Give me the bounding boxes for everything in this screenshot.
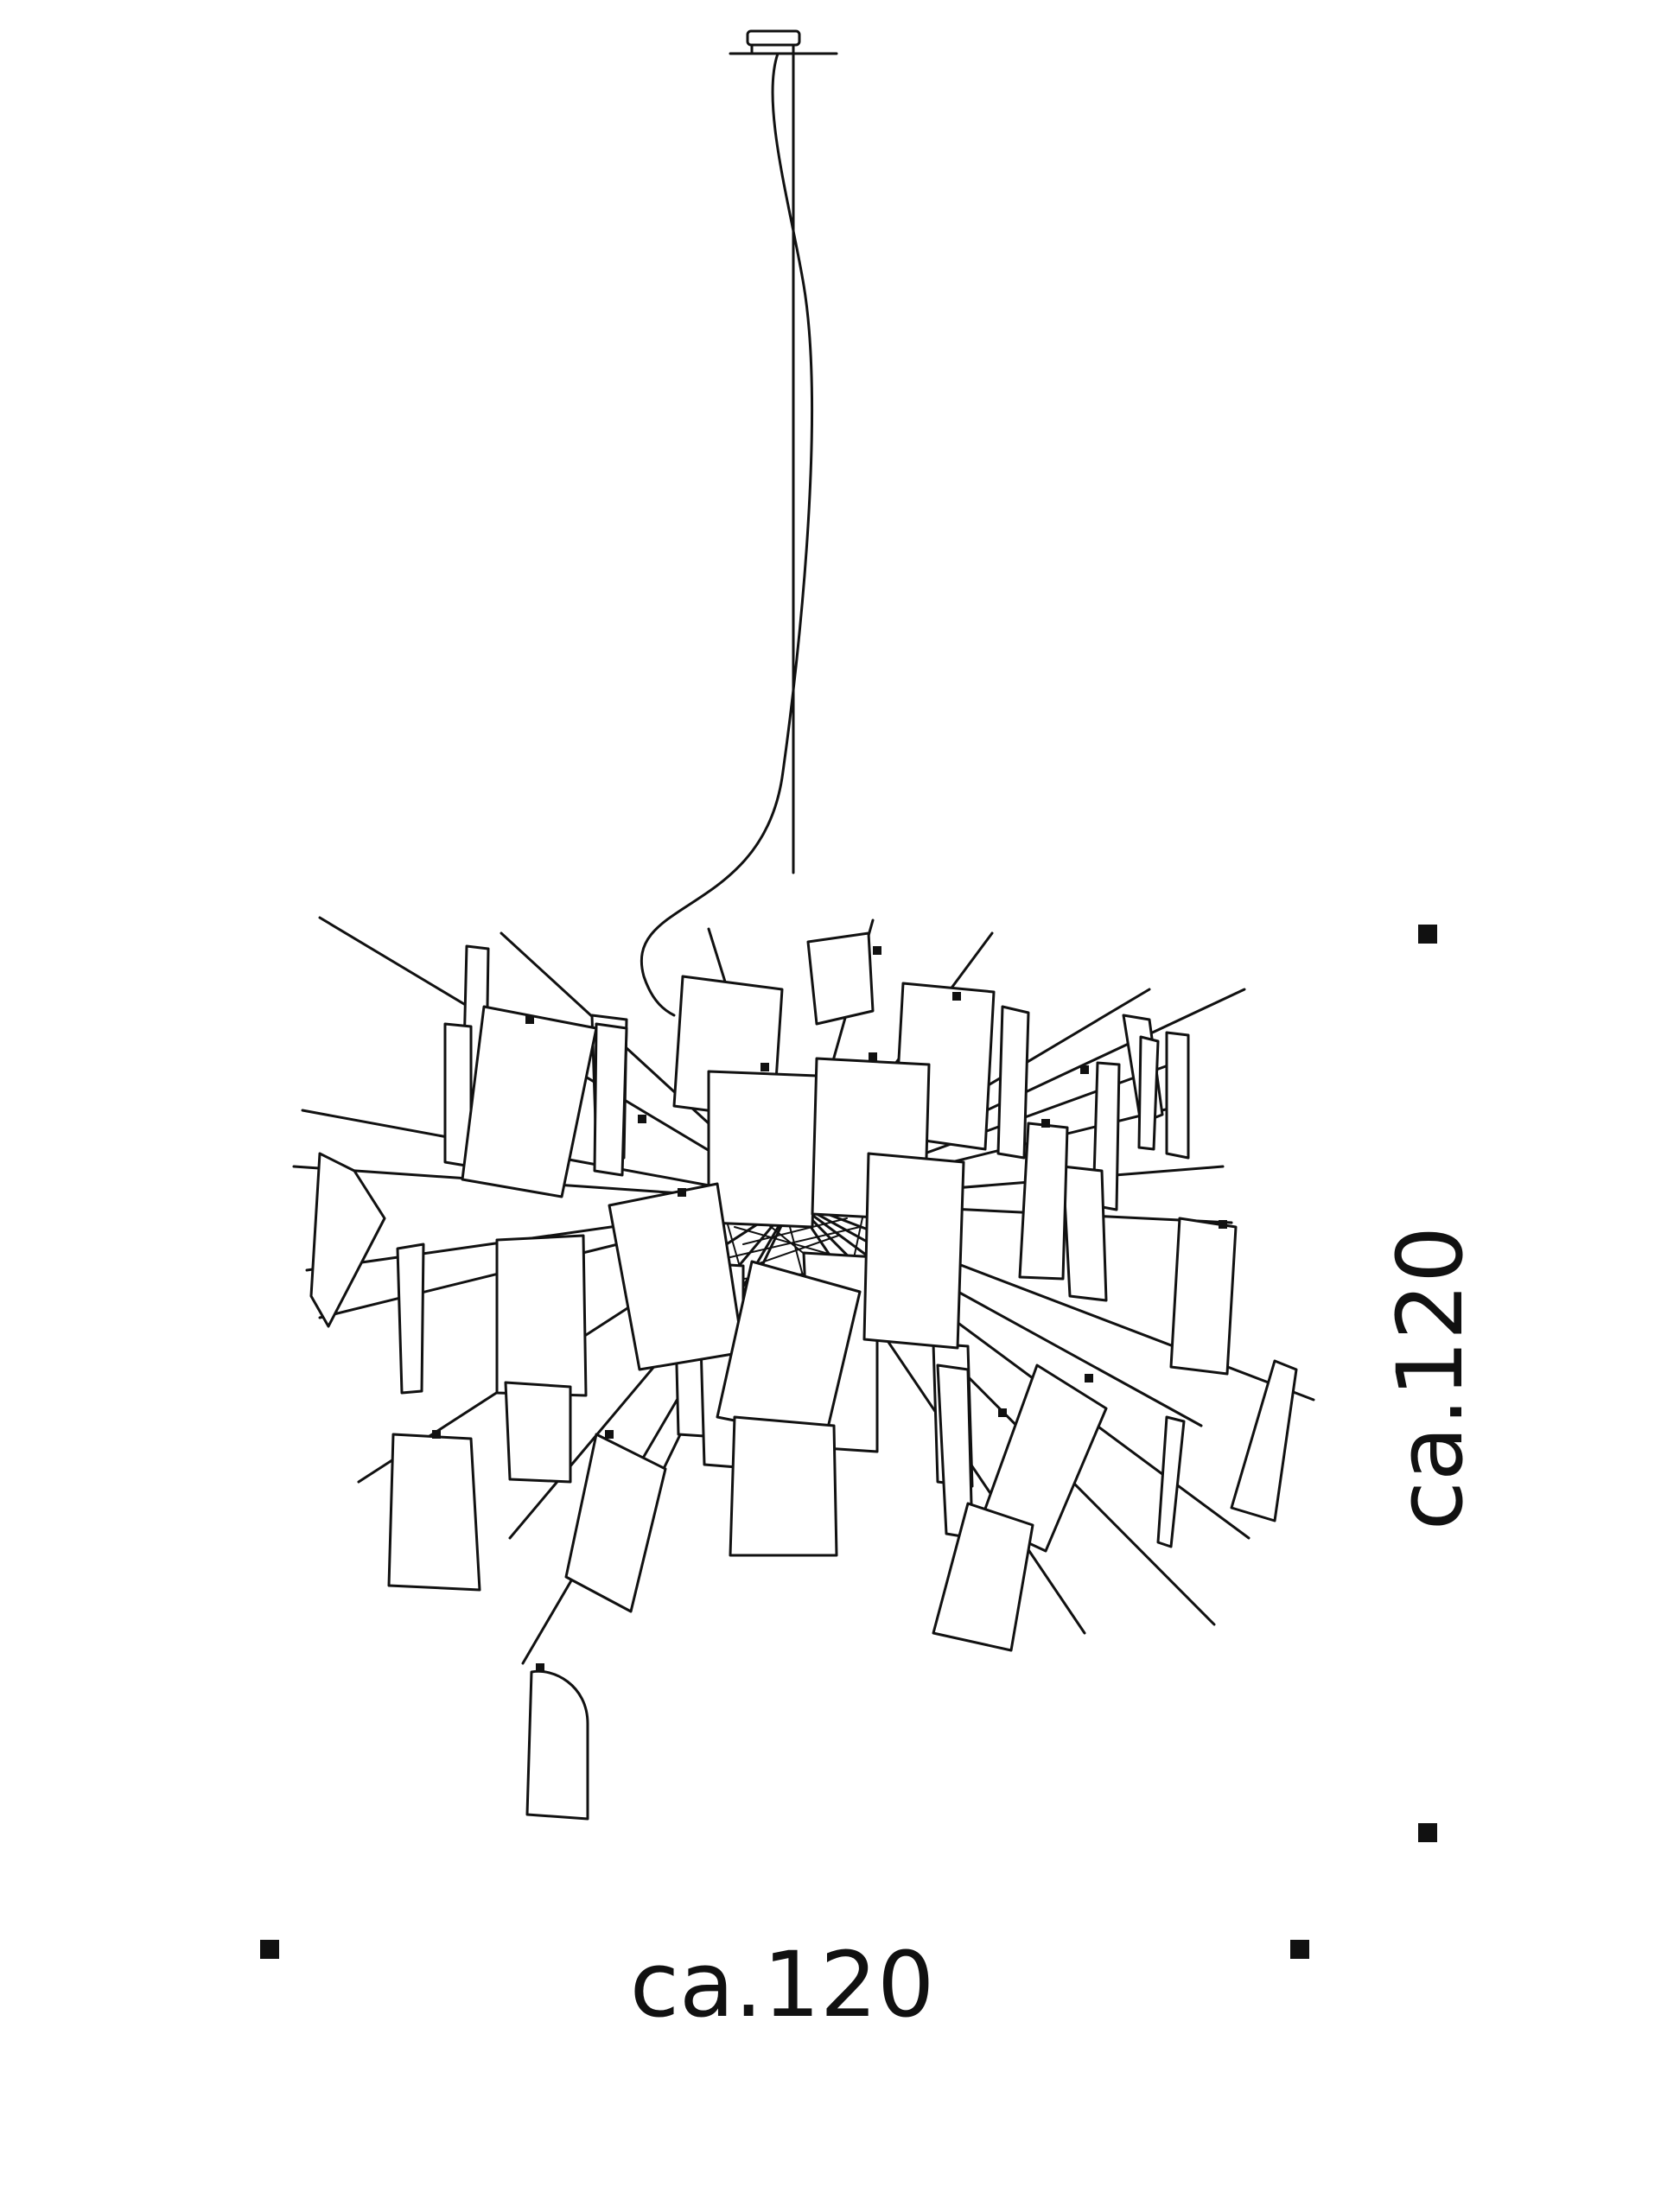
width-dimension-label: ca.120 [629, 1932, 935, 2037]
height-dimension-label: ca.120 [1378, 1225, 1483, 1531]
width-marker-left [260, 1940, 279, 1959]
height-marker-bottom [1418, 1823, 1437, 1842]
ceiling-canopy [729, 29, 838, 55]
height-marker-top [1418, 925, 1437, 944]
width-marker-right [1290, 1940, 1309, 1959]
paper-leaves [309, 931, 1298, 1821]
power-cord [640, 52, 813, 1017]
leaf-clips [432, 946, 1227, 1672]
